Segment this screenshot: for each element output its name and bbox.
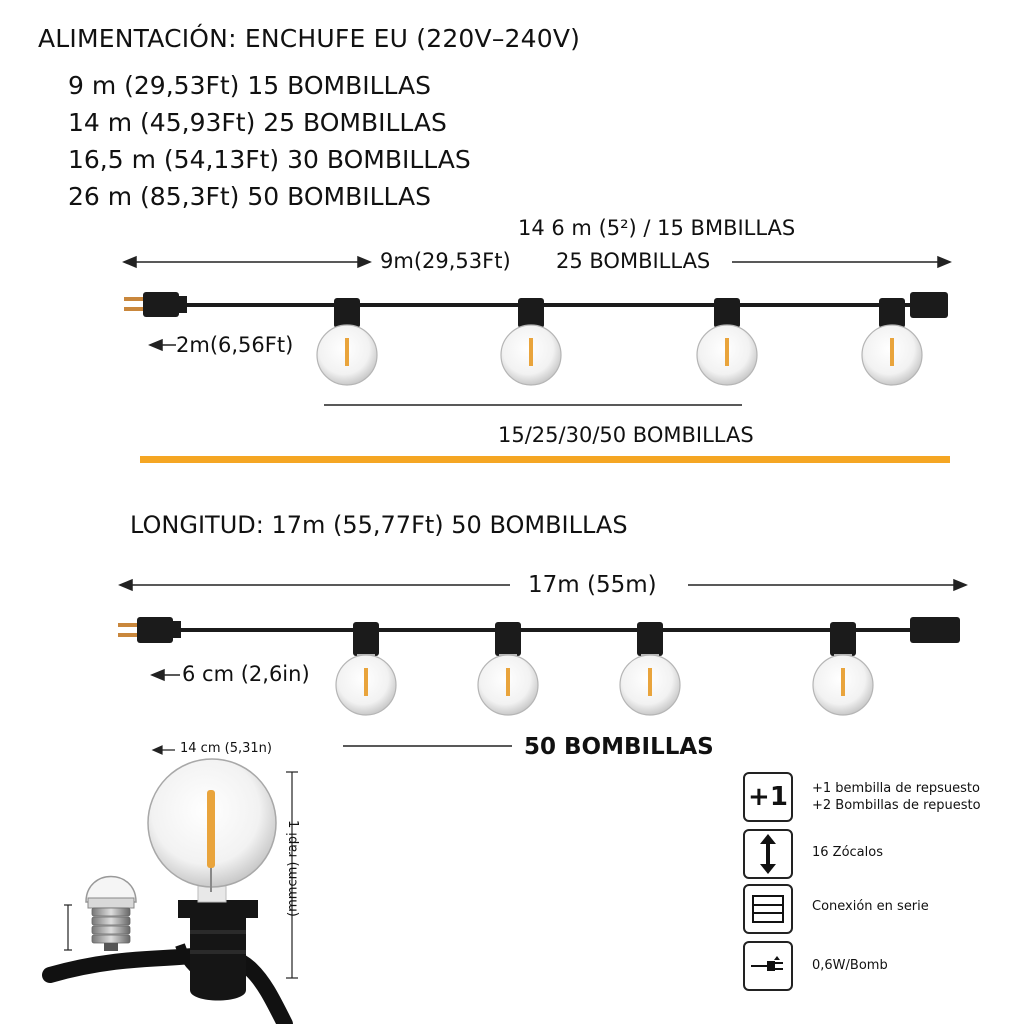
detail-bulb xyxy=(42,758,293,1024)
bulb xyxy=(619,622,681,716)
plus-one-symbol: +1 xyxy=(748,782,788,812)
bulb xyxy=(861,298,923,386)
length-option: 14 m (45,93Ft) 25 BOMBILLAS xyxy=(68,108,447,137)
power-spec: ALIMENTACIÓN: ENCHUFE EU (220V–240V) xyxy=(38,24,581,53)
bulb xyxy=(812,622,874,716)
detail-dimensions xyxy=(64,745,298,979)
bulb xyxy=(500,298,562,386)
legend-line: +1 bembilla de repsuesto xyxy=(812,781,980,796)
legend-item: 16 Zócalos xyxy=(812,844,883,861)
diagram1-string xyxy=(124,292,948,318)
diagram1-count-label: 15/25/30/50 BOMBILLAS xyxy=(498,423,754,447)
diagram2-bulbs xyxy=(335,622,874,716)
bulb xyxy=(477,622,539,716)
series-connection-icon xyxy=(743,884,793,934)
spare-bulb-base xyxy=(85,875,137,951)
diagram1-lead-label: 2m(6,56Ft) xyxy=(176,333,294,357)
legend-line: Conexión en serie xyxy=(812,899,929,914)
legend-line: +2 Bombillas de repuesto xyxy=(812,798,981,813)
diagram2-spacing-label: 6 cm (2,6in) xyxy=(182,662,310,686)
diagram2-arrows xyxy=(118,578,968,747)
detail-width-label: 14 cm (5,31n) xyxy=(180,741,272,756)
diagram2-title: LONGITUD: 17m (55,77Ft) 50 BOMBILLAS xyxy=(130,511,628,539)
bulb xyxy=(335,622,397,716)
diagram1-bulbs-label: 25 BOMBILLAS xyxy=(556,249,711,273)
length-option: 16,5 m (54,13Ft) 30 BOMBILLAS xyxy=(68,145,471,174)
bulb xyxy=(696,298,758,386)
plus-one-icon: +1 xyxy=(743,772,793,822)
bulb xyxy=(316,298,378,386)
diagram2-count-label: 50 BOMBILLAS xyxy=(524,734,714,760)
legend-item: Conexión en serie xyxy=(812,898,929,915)
detail-height-label: 1 ᴉdɐɹ (ɯɔɯɯ) xyxy=(285,820,300,917)
legend-line: 0,6W/Bomb xyxy=(812,958,888,973)
diagram1-length-label: 9m(29,53Ft) xyxy=(380,249,511,273)
separator-bar xyxy=(140,456,950,463)
length-option: 26 m (85,3Ft) 50 BOMBILLAS xyxy=(68,182,432,211)
diagram2-string xyxy=(118,617,960,643)
up-down-arrow-icon xyxy=(743,829,793,879)
length-option: 9 m (29,53Ft) 15 BOMBILLAS xyxy=(68,71,432,100)
diagram1-arrows xyxy=(122,255,952,406)
diagram1-top-label: 14 6 m (5²) / 15 BMBILLAS xyxy=(518,216,796,240)
legend-item: 0,6W/Bomb xyxy=(812,957,888,974)
diagram2-length-label: 17m (55m) xyxy=(528,572,657,598)
plug-wattage-icon xyxy=(743,941,793,991)
legend-line: 16 Zócalos xyxy=(812,845,883,860)
diagram1-bulbs xyxy=(316,298,923,386)
legend-item: +1 bembilla de repsuesto +2 Bombillas de… xyxy=(812,780,981,814)
